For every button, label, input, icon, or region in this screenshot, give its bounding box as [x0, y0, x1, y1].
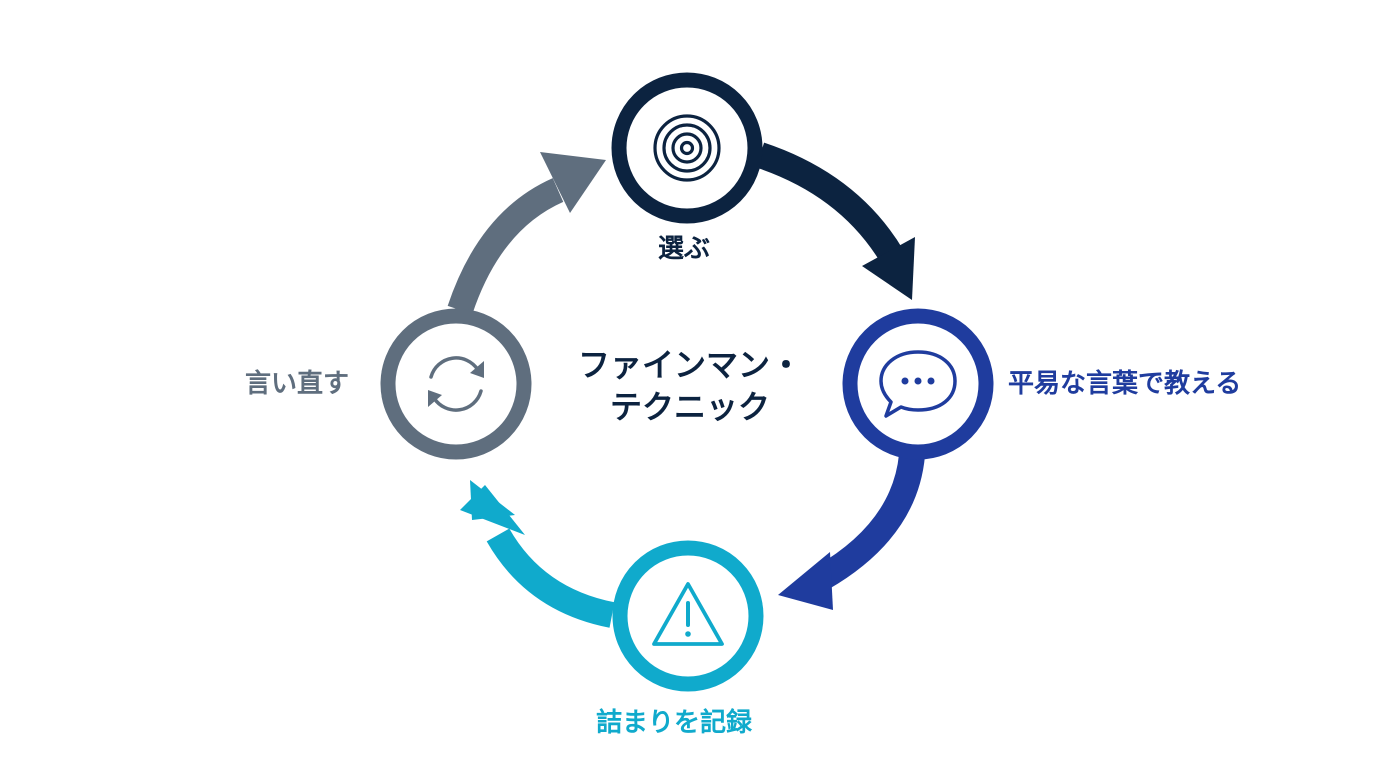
center-title-line1: ファインマン・: [577, 346, 802, 384]
arrow-select-to-teach: [755, 142, 915, 300]
arrow-rephrase-to-select: [447, 152, 606, 315]
speech-bubble-icon: [879, 350, 957, 418]
step-label-record: 詰まりを記録: [596, 708, 753, 738]
node-select: [611, 72, 763, 224]
target-icon: [653, 114, 721, 182]
arrow-record-to-rephrase: [460, 480, 615, 628]
warning-icon: [652, 582, 724, 646]
arrow-teach-to-record: [778, 453, 925, 610]
node-teach: [842, 308, 994, 460]
center-title-line2: テクニック: [609, 388, 770, 426]
refresh-icon: [428, 356, 484, 412]
step-label-rephrase: 言い直す: [245, 369, 350, 399]
center-title: ファインマン・ テクニック: [540, 344, 840, 428]
step-label-teach: 平易な言葉で教える: [1008, 369, 1242, 399]
node-record: [612, 540, 764, 692]
node-rephrase: [380, 308, 532, 460]
step-label-select: 選ぶ: [658, 234, 711, 264]
